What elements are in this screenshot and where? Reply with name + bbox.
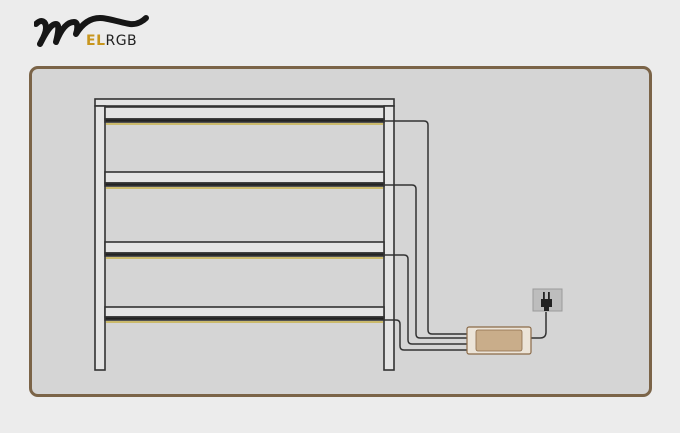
shelf-right-post	[383, 105, 395, 371]
brand-name-rgb: RGB	[105, 33, 138, 49]
shelf-lip-4	[104, 316, 385, 321]
power-plug-icon	[532, 288, 563, 312]
shelf-board-4	[104, 306, 385, 318]
brand-name-el: EL	[86, 33, 106, 49]
shelf-board-2	[104, 171, 385, 184]
shelf-board-3	[104, 241, 385, 254]
wire	[384, 319, 472, 351]
shelf-left-post	[94, 105, 106, 371]
brand-logo: ELRGB	[34, 14, 154, 54]
power-cable	[530, 312, 547, 339]
wire	[384, 254, 472, 345]
shelving-unit	[94, 98, 395, 371]
wires	[384, 120, 547, 351]
wave-brand-icon	[34, 15, 149, 47]
shelf-top-rail	[94, 98, 395, 107]
shelf-board-1	[104, 106, 385, 120]
shelf-lip-1	[104, 118, 385, 123]
led-strips	[106, 123, 383, 323]
wire	[384, 120, 472, 335]
driver-box	[466, 326, 532, 355]
shelf-lip-2	[104, 182, 385, 187]
brand-name: ELRGB	[86, 34, 137, 48]
shelf-lip-3	[104, 252, 385, 257]
wire	[384, 184, 472, 339]
